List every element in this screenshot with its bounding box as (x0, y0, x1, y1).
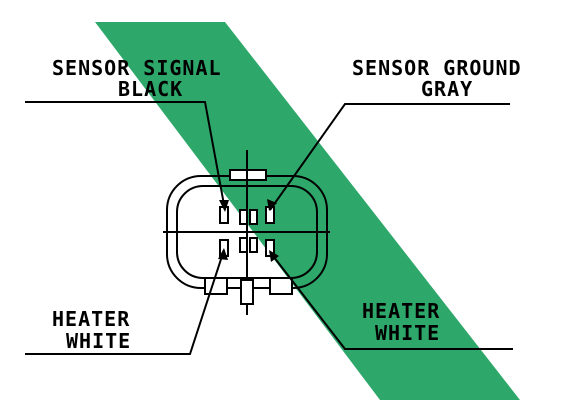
leader-heater-left (25, 249, 225, 355)
watermark-band (95, 22, 520, 400)
leader-heater-right (269, 251, 513, 350)
heater-right-title: HEATER (362, 299, 440, 323)
arrow-sensor-signal (219, 200, 229, 212)
sensor-signal-title: SENSOR SIGNAL (52, 56, 222, 80)
arrow-sensor-ground (267, 199, 277, 211)
pin-top-middle-right (249, 209, 258, 225)
bottom-tab-left (204, 277, 228, 295)
heater-right-color: WHITE (375, 321, 440, 345)
sensor-signal-color: BLACK (118, 77, 183, 101)
leader-sensor-signal (25, 101, 226, 211)
pin-top-middle-left (239, 209, 248, 225)
leader-sensor-ground (269, 103, 510, 211)
heater-left-color: WHITE (66, 329, 131, 353)
heater-left-title: HEATER (52, 307, 130, 331)
pin-bottom-middle-right (249, 237, 258, 253)
sensor-ground-color: GRAY (421, 77, 473, 101)
arrow-heater-left (218, 248, 228, 260)
label-heater-right: HEATER WHITE (362, 299, 440, 345)
leader-lines (25, 101, 513, 355)
bottom-tab-right (269, 277, 293, 295)
label-heater-left: HEATER WHITE (52, 307, 131, 353)
arrow-heater-right (269, 250, 279, 262)
label-sensor-ground: SENSOR GROUND GRAY (352, 56, 522, 101)
arrow-heads (218, 199, 279, 262)
pin-bottom-middle-left (239, 237, 248, 253)
label-sensor-signal: SENSOR SIGNAL BLACK (52, 56, 222, 101)
bottom-post (240, 279, 254, 305)
sensor-ground-title: SENSOR GROUND (352, 56, 522, 80)
